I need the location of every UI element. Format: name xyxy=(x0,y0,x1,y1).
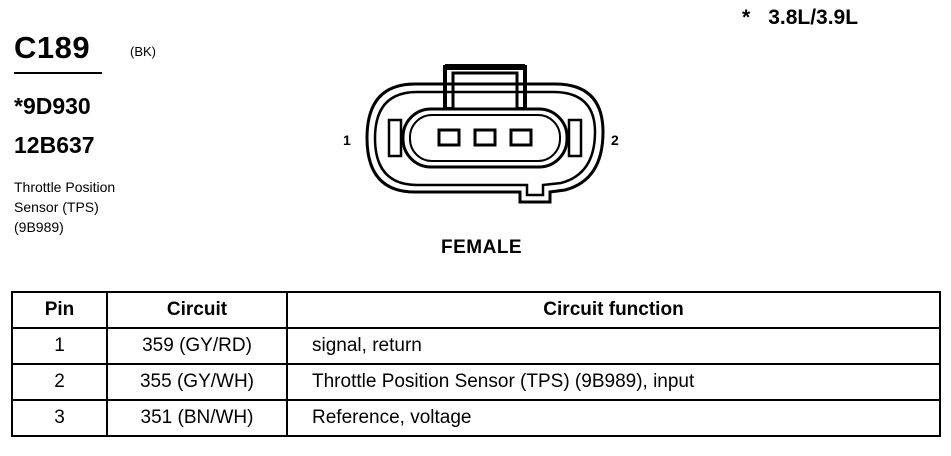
connector-outer-housing xyxy=(365,82,605,204)
engine-star: * xyxy=(742,6,751,29)
header-pin: Pin xyxy=(11,291,108,329)
connector-id: C189 xyxy=(14,30,91,65)
connector-face-diagram xyxy=(365,64,605,204)
left-guide xyxy=(387,118,403,158)
connector-color: (BK) xyxy=(130,44,156,59)
part-number-1: *9D930 xyxy=(14,93,91,119)
right-guide xyxy=(567,118,583,158)
cell-circuit: 359 (GY/RD) xyxy=(106,327,288,365)
engine-label: 3.8L/3.9L xyxy=(768,6,859,29)
pin-socket-3 xyxy=(509,128,533,147)
connector-id-underline xyxy=(14,72,102,74)
table-row: 1 359 (GY/RD) signal, return xyxy=(11,327,941,365)
cell-pin: 2 xyxy=(11,363,108,401)
connector-pin-body-inner xyxy=(409,114,561,162)
cell-pin: 1 xyxy=(11,327,108,365)
cell-circuit-function: Reference, voltage xyxy=(286,399,941,437)
cell-circuit: 351 (BN/WH) xyxy=(106,399,288,437)
description-line-3: (9B989) xyxy=(14,219,64,235)
table-header-row: Pin Circuit Circuit function xyxy=(11,291,941,329)
cell-circuit-function: signal, return xyxy=(286,327,941,365)
cell-circuit-function: Throttle Position Sensor (TPS) (9B989), … xyxy=(286,363,941,401)
pin-socket-2 xyxy=(473,128,497,147)
description-line-1: Throttle Position xyxy=(14,179,116,195)
cell-circuit: 355 (GY/WH) xyxy=(106,363,288,401)
description-line-2: Sensor (TPS) xyxy=(14,199,99,215)
pin-table: Pin Circuit Circuit function 1 359 (GY/R… xyxy=(11,291,941,437)
locking-tab xyxy=(443,64,527,111)
pin-socket-1 xyxy=(437,128,461,147)
part-number-2: 12B637 xyxy=(14,132,95,158)
pin-label-left: 1 xyxy=(343,132,351,148)
connector-gender: FEMALE xyxy=(441,237,523,258)
component-description: Throttle Position Sensor (TPS) (9B989) xyxy=(14,177,115,237)
header-circuit-function: Circuit function xyxy=(286,291,941,329)
header-circuit: Circuit xyxy=(106,291,288,329)
pin-label-right: 2 xyxy=(611,132,619,148)
table-row: 2 355 (GY/WH) Throttle Position Sensor (… xyxy=(11,363,941,401)
table-row: 3 351 (BN/WH) Reference, voltage xyxy=(11,399,941,437)
cell-pin: 3 xyxy=(11,399,108,437)
connector-outer-housing-inner xyxy=(373,90,597,197)
engine-note: * 3.8L/3.9L xyxy=(742,6,858,30)
